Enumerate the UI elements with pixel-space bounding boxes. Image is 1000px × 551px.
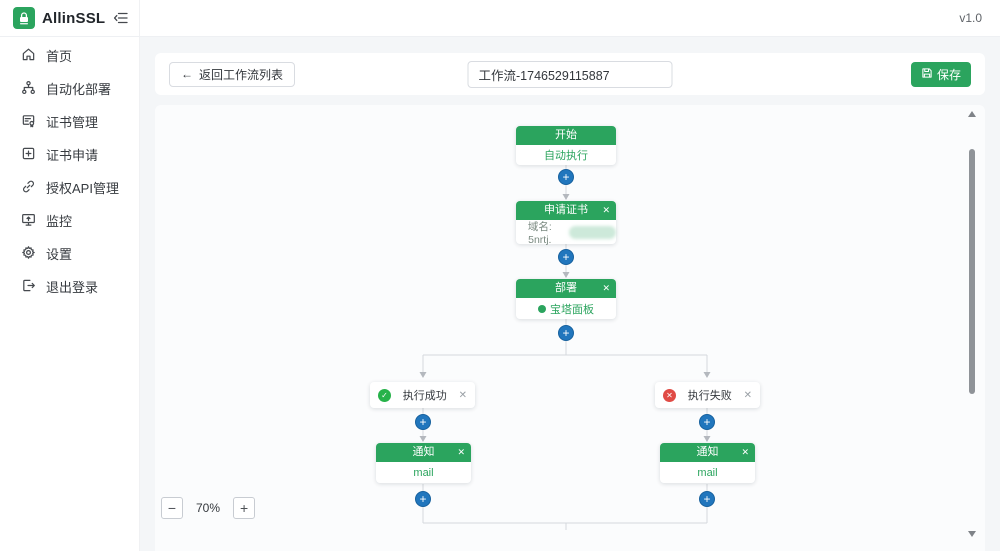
sidebar-item-cert-apply[interactable]: 证书申请 xyxy=(0,138,139,171)
allinssl-logo-icon xyxy=(13,7,35,29)
main-content: ← 返回工作流列表 保存 xyxy=(140,37,1000,551)
add-node-button[interactable]: + xyxy=(558,169,574,185)
zoom-controls: − 70% + xyxy=(161,497,256,519)
node-notify-success[interactable]: 通知 ✕ mail xyxy=(376,443,471,483)
sidebar-item-auto-deploy[interactable]: 自动化部署 xyxy=(0,72,139,105)
sidebar-item-label: 监控 xyxy=(46,214,73,229)
workflow-icon xyxy=(21,80,36,98)
sidebar-item-label: 首页 xyxy=(46,49,73,64)
close-icon[interactable]: ✕ xyxy=(743,389,752,401)
close-icon[interactable]: ✕ xyxy=(602,205,610,215)
branch-fail-node[interactable]: ✕ 执行失败 ✕ xyxy=(655,382,760,408)
vertical-scrollbar[interactable] xyxy=(967,109,977,539)
sidebar-item-home[interactable]: 首页 xyxy=(0,39,139,72)
success-check-icon: ✓ xyxy=(378,388,391,402)
sidebar-item-label: 自动化部署 xyxy=(46,82,112,97)
brand-area: AllinSSL xyxy=(0,0,140,36)
app-title: AllinSSL xyxy=(42,9,106,27)
node-deploy-body: 宝塔面板 xyxy=(550,303,594,316)
add-node-button[interactable]: + xyxy=(558,249,574,265)
node-notify-title: 通知 xyxy=(696,446,719,458)
close-icon[interactable]: ✕ xyxy=(458,389,467,401)
node-notify-fail[interactable]: 通知 ✕ mail xyxy=(660,443,755,483)
logout-icon xyxy=(21,278,36,296)
add-node-button[interactable]: + xyxy=(699,414,715,430)
sidebar: 首页 自动化部署 证书管理 证书申请 授权API管理 监控 设置 退出登录 xyxy=(0,37,140,551)
workflow-name-input[interactable] xyxy=(467,60,673,88)
close-icon[interactable]: ✕ xyxy=(741,447,749,457)
certificate-icon xyxy=(21,113,36,131)
node-apply-title: 申请证书 xyxy=(544,204,588,216)
scrollbar-thumb[interactable] xyxy=(969,149,975,394)
sidebar-item-logout[interactable]: 退出登录 xyxy=(0,270,139,303)
node-notify-title: 通知 xyxy=(412,446,435,458)
plus-square-icon xyxy=(21,146,36,164)
scroll-down-arrow-icon[interactable] xyxy=(968,531,976,537)
home-icon xyxy=(21,47,36,65)
node-start-header: 开始 xyxy=(516,126,616,145)
sidebar-item-label: 设置 xyxy=(46,247,73,262)
monitor-icon xyxy=(21,212,36,230)
sidebar-item-api-auth[interactable]: 授权API管理 xyxy=(0,171,139,204)
scroll-up-arrow-icon[interactable] xyxy=(968,111,976,117)
node-start-body: 自动执行 xyxy=(544,150,588,162)
node-notify-body: mail xyxy=(413,466,434,479)
sidebar-item-cert-manage[interactable]: 证书管理 xyxy=(0,105,139,138)
node-apply-certificate[interactable]: 申请证书 ✕ 域名: 5nrtj. xyxy=(516,201,616,246)
gear-icon xyxy=(21,245,36,263)
node-apply-domain-label: 域名: 5nrtj. xyxy=(527,220,552,246)
sidebar-item-label: 证书申请 xyxy=(46,148,99,163)
redacted-domain xyxy=(568,225,616,239)
node-deploy-title: 部署 xyxy=(555,282,577,294)
workflow-toolbar: ← 返回工作流列表 保存 xyxy=(155,53,985,95)
node-deploy[interactable]: 部署 ✕ 宝塔面板 xyxy=(516,279,616,319)
sidebar-item-settings[interactable]: 设置 xyxy=(0,237,139,270)
error-cross-icon: ✕ xyxy=(663,388,676,402)
workflow-canvas[interactable]: 开始 自动执行 申请证书 ✕ 域名: 5nrtj. 部署 ✕ xyxy=(155,105,985,551)
link-icon xyxy=(21,179,36,197)
node-notify-body: mail xyxy=(697,466,718,479)
save-icon xyxy=(921,67,933,82)
branch-success-node[interactable]: ✓ 执行成功 ✕ xyxy=(370,382,475,408)
zoom-level: 70% xyxy=(196,501,221,515)
baota-panel-icon xyxy=(538,304,546,313)
close-icon[interactable]: ✕ xyxy=(602,283,610,293)
top-bar: AllinSSL v1.0 xyxy=(0,0,1000,37)
add-node-button[interactable]: + xyxy=(699,491,715,507)
back-button-label: 返回工作流列表 xyxy=(199,67,284,82)
app-version: v1.0 xyxy=(959,11,982,25)
zoom-out-button[interactable]: − xyxy=(161,497,183,519)
sidebar-item-label: 证书管理 xyxy=(46,115,99,130)
sidebar-collapse-icon[interactable] xyxy=(112,9,129,27)
save-button[interactable]: 保存 xyxy=(910,61,971,87)
back-to-workflow-list-button[interactable]: ← 返回工作流列表 xyxy=(169,61,296,87)
save-button-label: 保存 xyxy=(936,67,961,82)
add-node-button[interactable]: + xyxy=(415,414,431,430)
close-icon[interactable]: ✕ xyxy=(457,447,465,457)
add-node-button[interactable]: + xyxy=(415,491,431,507)
node-start[interactable]: 开始 自动执行 xyxy=(516,126,616,165)
branch-success-label: 执行成功 xyxy=(402,390,447,402)
sidebar-item-label: 退出登录 xyxy=(46,280,99,295)
sidebar-item-monitor[interactable]: 监控 xyxy=(0,204,139,237)
branch-fail-label: 执行失败 xyxy=(687,390,732,402)
add-node-button[interactable]: + xyxy=(558,325,574,341)
sidebar-item-label: 授权API管理 xyxy=(46,181,119,196)
zoom-in-button[interactable]: + xyxy=(233,497,256,519)
back-arrow-icon: ← xyxy=(181,67,193,81)
